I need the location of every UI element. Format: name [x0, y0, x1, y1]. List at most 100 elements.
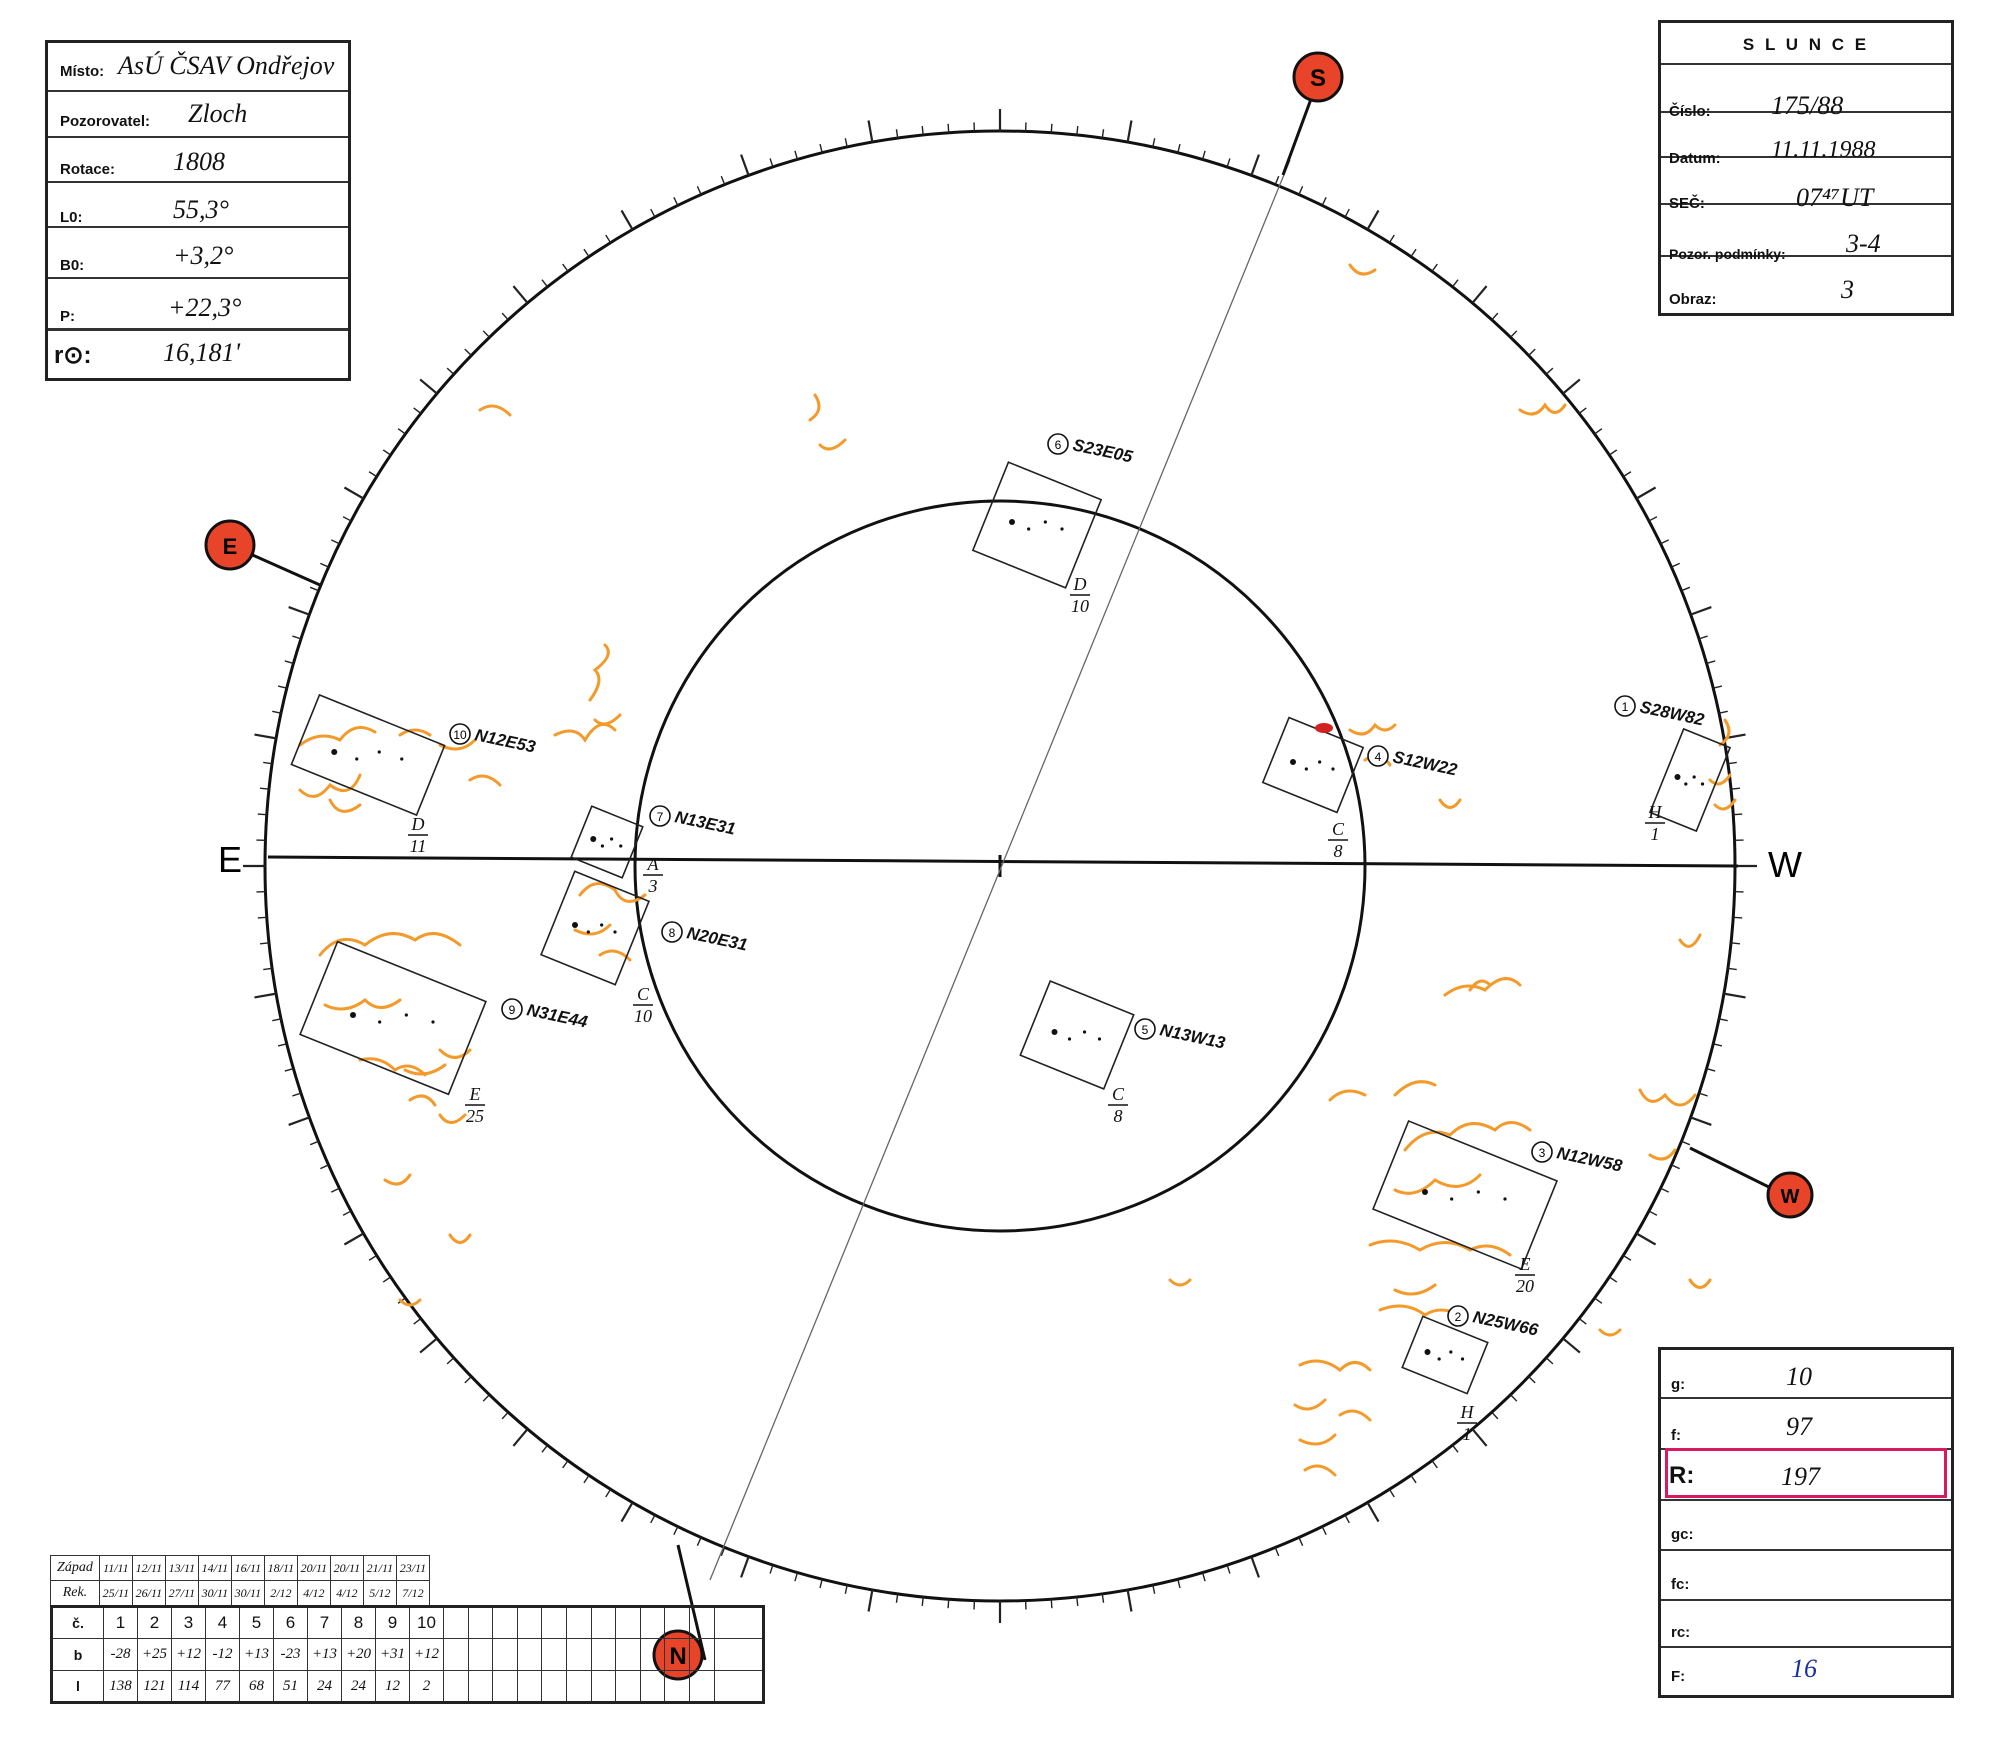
degree-tick — [1594, 1297, 1603, 1304]
zapad-cell: 16/11 — [230, 1555, 265, 1581]
zapad-cell: 21/11 — [362, 1555, 397, 1581]
degree-tick — [769, 1564, 774, 1574]
group-spot-count: 25 — [466, 1106, 484, 1126]
l-cell: 2 — [409, 1670, 444, 1703]
degree-tick — [330, 539, 340, 545]
facula-stroke — [1298, 1359, 1372, 1372]
degree-tick — [696, 186, 702, 195]
l-cell: 12 — [375, 1670, 410, 1703]
degree-tick — [1730, 942, 1740, 945]
facula-stroke — [1638, 1088, 1697, 1107]
degree-tick — [541, 1444, 549, 1453]
facula-stroke — [403, 1063, 447, 1076]
degree-tick — [277, 1043, 288, 1047]
sunspot-dot — [600, 844, 605, 848]
degree-tick — [1706, 1067, 1716, 1072]
sunspot-dot — [1424, 1349, 1431, 1355]
facula-stroke — [1348, 722, 1397, 736]
degree-tick — [292, 1092, 302, 1097]
p-value: +22,3° — [168, 293, 242, 322]
empty-cell — [689, 1670, 715, 1703]
empty-cell — [516, 1638, 543, 1671]
group-class: E — [1519, 1254, 1531, 1274]
degree-tick — [1050, 1599, 1053, 1609]
empty-cell — [566, 1606, 592, 1639]
group-number-circle — [1047, 433, 1069, 455]
facula-stroke — [1393, 1173, 1482, 1195]
degree-tick — [320, 1164, 329, 1170]
empty-cell — [615, 1670, 641, 1703]
degree-tick — [1274, 1547, 1280, 1557]
cislo-cell: 7 — [307, 1606, 342, 1639]
group-number: 10 — [453, 728, 467, 742]
facula-stroke — [593, 713, 622, 726]
degree-tick — [288, 1116, 310, 1126]
group-frame — [540, 870, 650, 986]
degree-tick — [1152, 1584, 1156, 1594]
degree-tick — [921, 1596, 924, 1606]
r0-label: r⊙: — [54, 342, 92, 369]
degree-tick — [1431, 1460, 1438, 1469]
sunspot-dot — [1422, 1189, 1428, 1195]
sunspot-dot — [1331, 767, 1335, 771]
sunspot-dot — [400, 757, 404, 761]
group-class: H — [1460, 1402, 1475, 1422]
misto-value: AsÚ ČSAV Ondřejov — [118, 51, 335, 80]
facula-stroke — [1293, 1398, 1327, 1411]
empty-cell — [492, 1670, 518, 1703]
group-spot-count: 8 — [1334, 841, 1343, 861]
degree-tick — [1562, 378, 1581, 395]
b-row-label: b — [51, 1638, 104, 1671]
sunspot-dot — [1437, 1357, 1441, 1361]
sunspot-dot — [1290, 759, 1296, 765]
group-number-circle — [1447, 1305, 1469, 1327]
sec-label: SEČ: — [1669, 195, 1705, 212]
datum-label: Datum: — [1669, 150, 1721, 167]
facula-stroke — [1348, 263, 1377, 276]
degree-tick — [794, 150, 799, 160]
sunspot-dot — [1692, 775, 1696, 779]
degree-tick — [1321, 1526, 1327, 1536]
sunspot-dot — [1051, 1029, 1058, 1035]
group-number-circle — [1531, 1141, 1553, 1163]
obraz-label: Obraz: — [1669, 291, 1717, 308]
pozorovatel-label: Pozorovatel: — [60, 113, 151, 130]
group-frame — [1401, 1315, 1489, 1395]
cislo-cell: 5 — [239, 1606, 274, 1639]
degree-tick — [1471, 285, 1488, 304]
sunspot-dot — [355, 757, 359, 761]
facula-stroke — [1168, 1278, 1192, 1287]
l-cell: 24 — [341, 1670, 376, 1703]
empty-cell — [443, 1606, 469, 1639]
degree-tick — [1076, 126, 1079, 136]
g-value: 10 — [1786, 1362, 1812, 1391]
sunspot-dot — [572, 922, 578, 928]
facula-stroke — [1403, 1121, 1532, 1152]
empty-cell — [615, 1606, 641, 1639]
facula-stroke — [573, 923, 612, 936]
degree-tick — [650, 1514, 656, 1524]
degree-tick — [1298, 1537, 1304, 1546]
F-label: F: — [1671, 1668, 1686, 1685]
l-cell: 138 — [103, 1670, 138, 1703]
sunspot-dot — [1097, 1037, 1102, 1041]
group-number-circle — [1614, 695, 1636, 717]
degree-tick — [605, 234, 612, 244]
degree-tick — [947, 123, 950, 133]
empty-cell — [590, 1670, 617, 1703]
group-frame — [299, 940, 487, 1096]
rek-row-label: Rek. — [50, 1580, 100, 1606]
degree-tick — [1727, 967, 1737, 971]
group-class: A — [647, 854, 660, 874]
rotace-value: 1808 — [173, 147, 225, 176]
facula-stroke — [1368, 1239, 1512, 1257]
empty-cell — [467, 1606, 494, 1639]
degree-tick — [541, 279, 549, 288]
datum-value: 11.11.1988 — [1771, 137, 1876, 163]
degree-tick — [1660, 539, 1670, 545]
group-number-circle — [1134, 1018, 1156, 1040]
degree-tick — [1250, 154, 1260, 176]
sunspot-dot — [1503, 1197, 1507, 1201]
